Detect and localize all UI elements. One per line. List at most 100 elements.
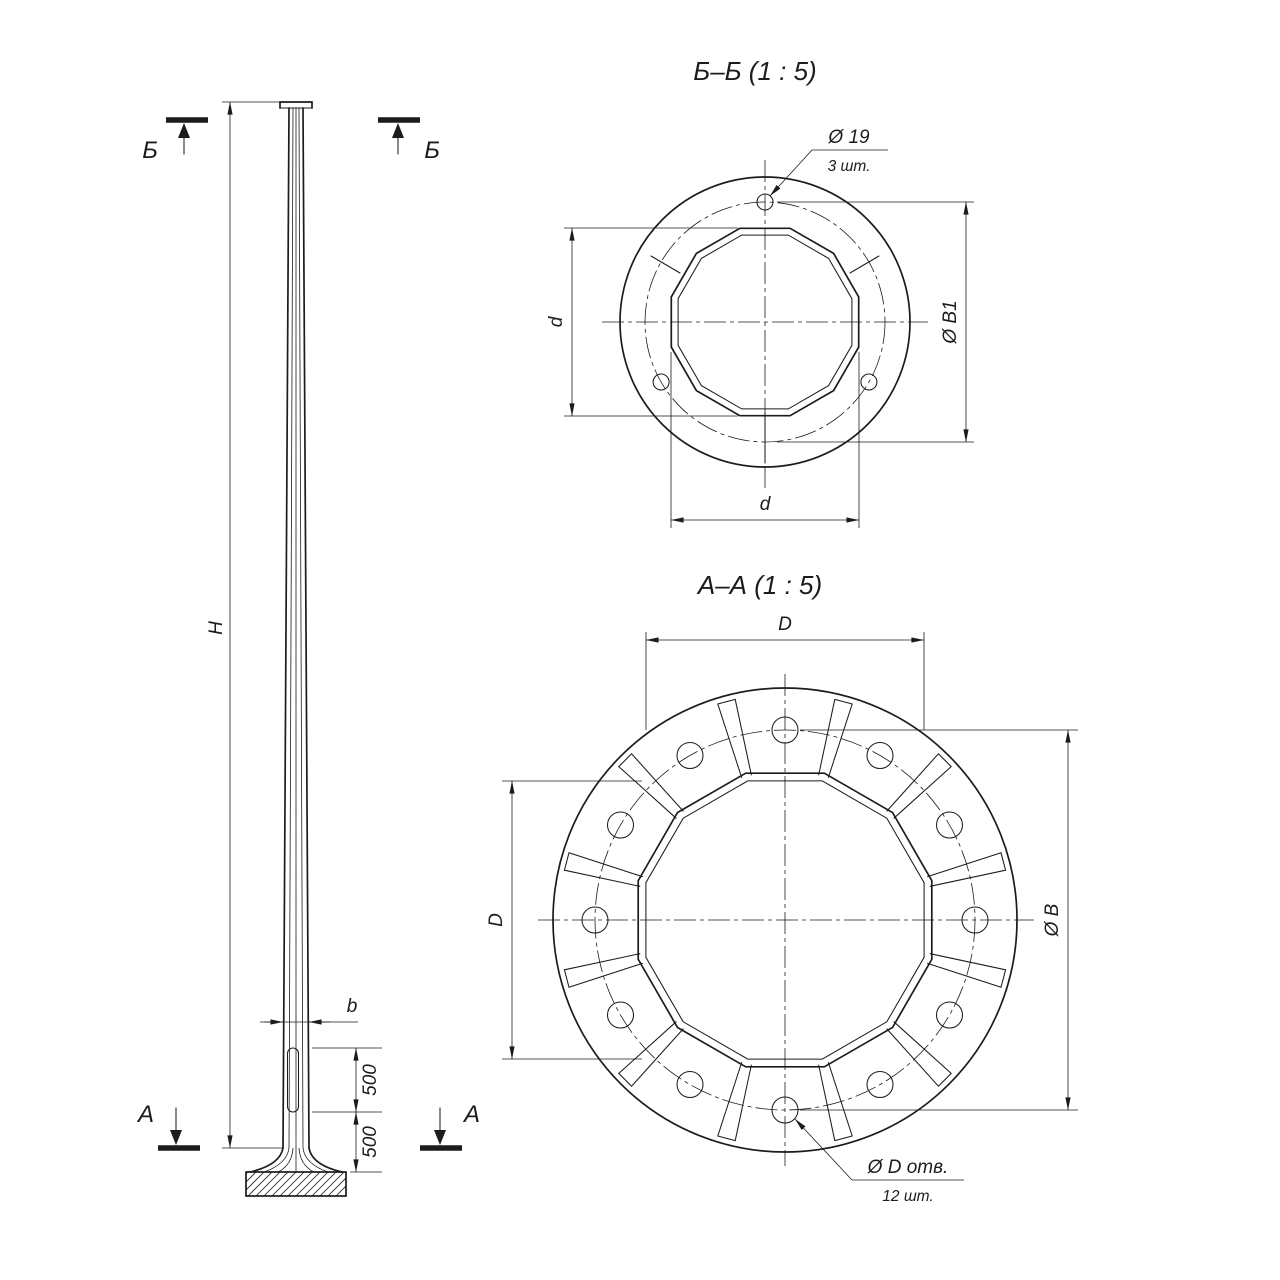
hatch-line xyxy=(303,1172,329,1196)
gusset-line xyxy=(563,869,641,887)
gusset-cap xyxy=(563,852,570,871)
leader-line xyxy=(769,149,813,197)
leader-line xyxy=(794,1118,853,1181)
dim-label-500-upper: 500 xyxy=(360,1064,381,1096)
handhole xyxy=(286,1047,300,1113)
dim-label-d: d xyxy=(546,315,567,327)
weld-seam xyxy=(849,255,880,274)
bolt-hole xyxy=(606,1001,635,1029)
hole-callout-aa: Ø D отв. 12 шт. xyxy=(794,1118,964,1205)
section-aa-title: А–А (1 : 5) xyxy=(696,570,822,600)
gusset-line xyxy=(929,953,1007,971)
gusset-cap xyxy=(834,698,853,705)
dim-label-H: H xyxy=(206,621,227,635)
bolt-hole xyxy=(756,193,774,211)
section-bb-title: Б–Б (1 : 5) xyxy=(693,56,816,86)
gusset-ribs xyxy=(563,698,1007,1142)
base-flare-left xyxy=(249,1147,284,1173)
pole-front-view xyxy=(245,101,347,1197)
gusset-cap xyxy=(618,753,633,768)
dim-label-D: D xyxy=(778,614,792,635)
pole-section-dodecagon xyxy=(637,772,933,1068)
callout-quantity: 12 шт. xyxy=(882,1188,933,1205)
gusset-line xyxy=(827,1062,853,1137)
foundation-block xyxy=(245,1171,347,1197)
callout-quantity: 3 шт. xyxy=(828,158,871,175)
hatch-line xyxy=(311,1172,337,1196)
gusset-line xyxy=(563,953,641,971)
dim-bolt-circle-b: Ø В xyxy=(800,729,1078,1111)
gusset-line xyxy=(717,1062,743,1137)
bolt-holes xyxy=(581,716,989,1124)
pole-wall-outer xyxy=(670,227,860,417)
gusset-cap xyxy=(563,969,570,988)
base-flare-rib xyxy=(298,1147,315,1173)
gusset-line xyxy=(927,962,1002,988)
dim-label-D: D xyxy=(486,913,507,927)
cut-arrow-head xyxy=(434,1130,446,1145)
hatch-line xyxy=(246,1172,265,1191)
gusset-line xyxy=(929,869,1007,887)
gusset-line xyxy=(568,852,643,878)
base-flare-rib xyxy=(277,1147,294,1173)
bolt-hole xyxy=(961,906,989,934)
pole-section-dodecagon xyxy=(670,227,860,417)
gusset-line xyxy=(734,1064,752,1142)
dim-label-b: b xyxy=(347,996,358,1017)
dim-label-d: d xyxy=(760,494,772,515)
dim-label-b: Ø В xyxy=(1042,903,1063,937)
pole-left-edge xyxy=(282,107,290,1149)
dim-d-horizontal: d xyxy=(670,352,860,528)
gusset-cap xyxy=(937,753,952,768)
pole-wall-inner xyxy=(677,234,853,410)
pole-facet-line xyxy=(288,107,294,1149)
hatch-line xyxy=(287,1172,313,1196)
dim-500-group: 500 500 xyxy=(312,1047,382,1173)
gusset-cap xyxy=(1000,969,1007,988)
dim-label-500-lower: 500 xyxy=(360,1126,381,1158)
section-aa-view: А–А (1 : 5) D D Ø В Ø D xyxy=(486,570,1078,1205)
foundation-hatch xyxy=(246,1172,346,1196)
gusset-line xyxy=(631,753,684,812)
weld-seam xyxy=(650,255,681,274)
dim-bolt-circle-b1: Ø В1 xyxy=(777,201,974,443)
section-cut-markers: Б Б А А xyxy=(136,117,480,1151)
section-bb-view: Б–Б (1 : 5) d Ø В1 d xyxy=(546,56,974,528)
gusset-cap xyxy=(618,1072,633,1087)
gusset-line xyxy=(886,1028,939,1087)
section-label-a-right: А xyxy=(462,1101,480,1128)
bolt-hole xyxy=(676,1070,704,1099)
hatch-line xyxy=(295,1172,321,1196)
gusset-line xyxy=(568,962,643,988)
bolt-circle xyxy=(594,729,976,1111)
dim-height-H: H xyxy=(206,101,283,1149)
bolt-hole xyxy=(935,811,964,839)
callout-diameter: Ø 19 xyxy=(827,127,870,148)
gusset-line xyxy=(893,766,952,819)
bolt-hole xyxy=(652,373,670,391)
dim-label-b1: Ø В1 xyxy=(940,300,961,344)
hatch-line xyxy=(319,1172,345,1196)
gusset-cap xyxy=(1000,852,1007,871)
pole-right-edge xyxy=(302,107,310,1149)
pole-facet-line xyxy=(298,107,304,1149)
flange-outer-circle xyxy=(619,176,911,468)
section-label-b-right: Б xyxy=(424,137,440,164)
bolt-hole xyxy=(866,741,894,770)
bolt-holes xyxy=(652,193,878,391)
hatch-line xyxy=(279,1172,305,1196)
hole-callout-bb: Ø 19 3 шт. xyxy=(769,127,888,197)
gusset-cap xyxy=(717,698,736,705)
hatch-line xyxy=(263,1172,289,1196)
gusset-line xyxy=(818,698,836,776)
base-flare-rib xyxy=(263,1147,290,1173)
gusset-cap xyxy=(834,1135,853,1142)
gusset-line xyxy=(734,698,752,776)
hatch-line xyxy=(246,1172,249,1175)
bolt-hole xyxy=(935,1001,964,1029)
base-flare-right xyxy=(308,1147,343,1173)
hatch-line xyxy=(247,1172,273,1196)
bolt-hole xyxy=(771,716,799,744)
